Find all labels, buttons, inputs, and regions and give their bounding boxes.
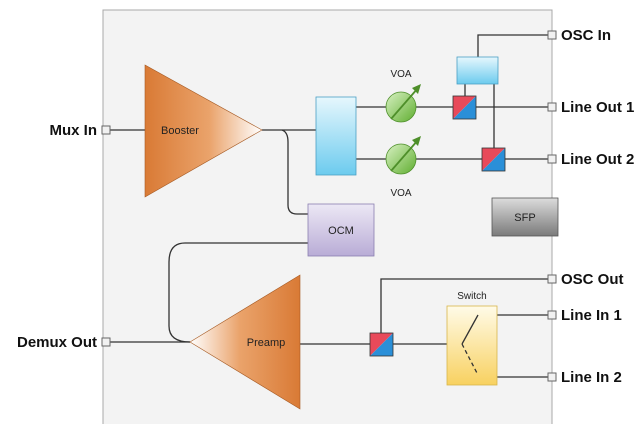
port-line-out-2 <box>547 154 557 164</box>
ocm-block: OCM <box>307 203 375 257</box>
booster-label: Booster <box>161 125 199 137</box>
port-label-line-out-2: Line Out 2 <box>561 151 634 168</box>
voa-bottom: VOA <box>385 136 421 199</box>
port-demux-out <box>101 337 111 347</box>
port-label-mux-in: Mux In <box>50 122 98 139</box>
port-label-line-out-1: Line Out 1 <box>561 99 634 116</box>
optical-switch: Switch <box>446 291 498 386</box>
port-line-out-1 <box>547 102 557 112</box>
port-label-osc-in: OSC In <box>561 27 611 44</box>
booster-amplifier: Booster <box>144 64 263 198</box>
splitter-block <box>315 96 357 176</box>
sfp-label: SFP <box>514 212 535 224</box>
ocm-label: OCM <box>328 225 354 237</box>
voa-bottom-label: VOA <box>390 188 411 199</box>
coupler-osc-out <box>369 332 394 357</box>
port-osc-out <box>547 274 557 284</box>
voa-top-label: VOA <box>390 69 411 80</box>
port-label-osc-out: OSC Out <box>561 271 624 288</box>
port-mux-in <box>101 125 111 135</box>
preamp-label: Preamp <box>247 337 286 349</box>
port-label-demux-out: Demux Out <box>17 334 97 351</box>
port-line-in-2 <box>547 372 557 382</box>
coupler-line-out-1 <box>452 95 477 120</box>
port-label-line-in-1: Line In 1 <box>561 307 622 324</box>
osc-filter-block <box>456 56 499 85</box>
coupler-line-out-2 <box>481 147 506 172</box>
port-osc-in <box>547 30 557 40</box>
switch-label: Switch <box>457 291 486 302</box>
port-line-in-1 <box>547 310 557 320</box>
port-label-line-in-2: Line In 2 <box>561 369 622 386</box>
sfp-block: SFP <box>491 197 559 237</box>
preamp-amplifier: Preamp <box>189 274 301 410</box>
voa-top: VOA <box>385 69 421 123</box>
